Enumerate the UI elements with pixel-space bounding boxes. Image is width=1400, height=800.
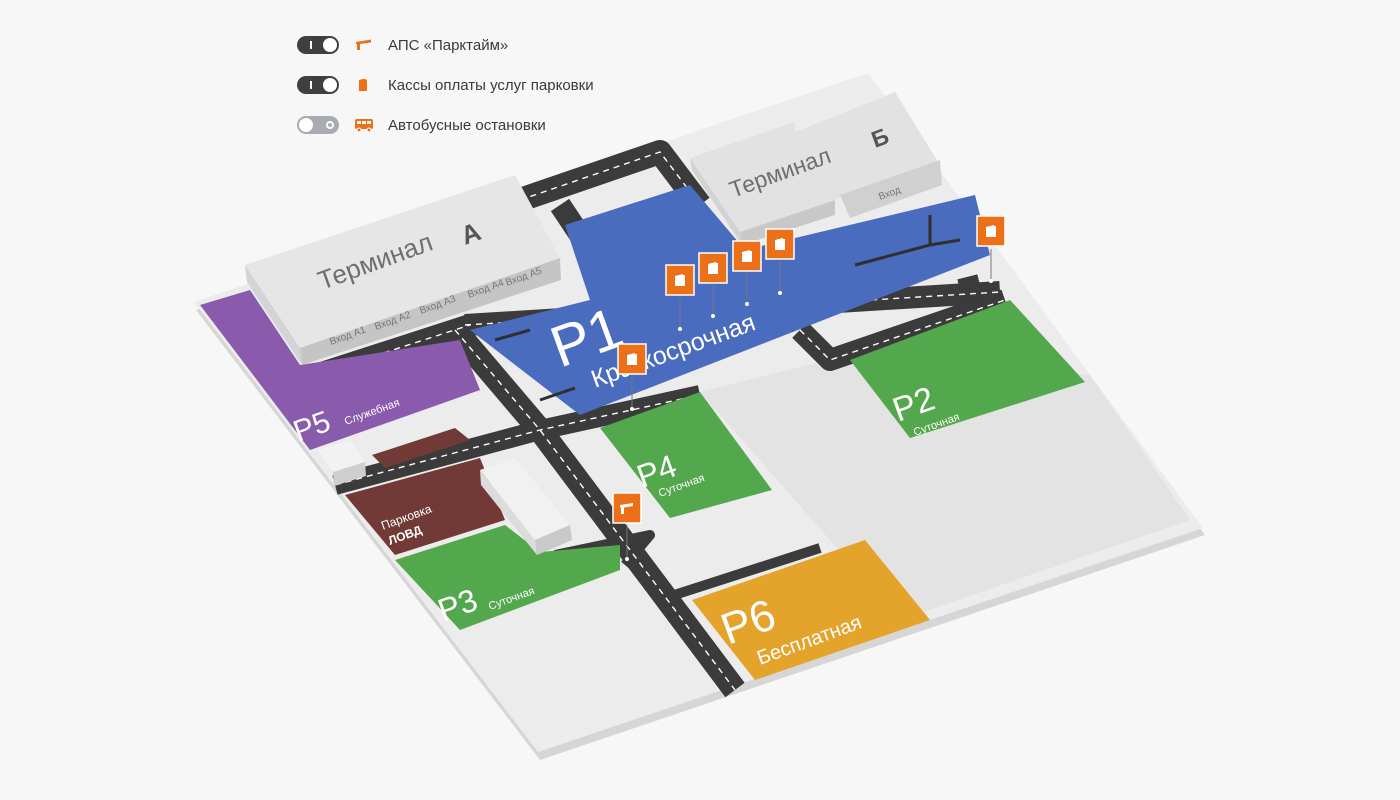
open-area	[700, 355, 1190, 620]
payment-terminal-icon	[708, 262, 718, 274]
small-building	[318, 440, 366, 486]
legend-item-payment[interactable]: Кассы оплаты услуг парковки	[297, 74, 594, 96]
payment-terminal-icon	[359, 78, 367, 91]
toggle-on-mark	[310, 81, 312, 89]
payment-terminal-icon	[742, 250, 752, 262]
parking-lovd[interactable]: Парковка ЛОВД	[345, 428, 505, 555]
payment-terminal-pin[interactable]	[665, 264, 695, 331]
payment-terminal-pin[interactable]	[732, 240, 762, 306]
payment-terminal-pin[interactable]	[617, 343, 647, 411]
toggle-knob	[299, 118, 313, 132]
payment-terminal-icon	[775, 238, 785, 250]
payment-terminal-icon	[986, 225, 996, 237]
lovd-building	[480, 458, 572, 555]
parking-p2[interactable]: P2 Суточная	[850, 300, 1085, 439]
legend-label: Кассы оплаты услуг парковки	[388, 76, 594, 94]
barriers-toggle[interactable]	[297, 36, 339, 54]
toggle-knob	[323, 78, 337, 92]
payment-terminal-icon	[675, 274, 685, 286]
parking-p6[interactable]: P6 Бесплатная	[692, 540, 930, 680]
toggle-knob	[323, 38, 337, 52]
payment-terminal-pin[interactable]	[698, 252, 728, 318]
parking-p3[interactable]: P3 Суточная	[395, 525, 620, 630]
payment-toggle[interactable]	[297, 76, 339, 94]
legend-item-bus[interactable]: Автобусные остановки	[297, 114, 594, 136]
barrier-pin[interactable]	[612, 492, 642, 561]
toggle-off-mark	[326, 121, 334, 129]
legend-label: АПС «Парктайм»	[388, 36, 509, 54]
barrier-icon	[356, 39, 371, 50]
legend-item-barriers[interactable]: АПС «Парктайм»	[297, 34, 594, 56]
parking-p4[interactable]: P4 Суточная	[600, 392, 772, 518]
terminal-a[interactable]: Терминал А Вход А1 Вход А2 Вход А3 Вход …	[245, 175, 561, 365]
toggle-on-mark	[310, 41, 312, 49]
legend: АПС «Парктайм» Кассы оплаты услуг парков…	[297, 34, 594, 154]
bus-stops-toggle[interactable]	[297, 116, 339, 134]
terminal-b[interactable]: Терминал Б Вход	[690, 92, 942, 245]
payment-terminal-pin[interactable]	[976, 215, 1006, 283]
payment-terminal-pin[interactable]	[765, 228, 795, 295]
legend-label: Автобусные остановки	[388, 116, 546, 134]
bus-icon	[355, 119, 373, 133]
payment-terminal-icon	[627, 353, 637, 365]
